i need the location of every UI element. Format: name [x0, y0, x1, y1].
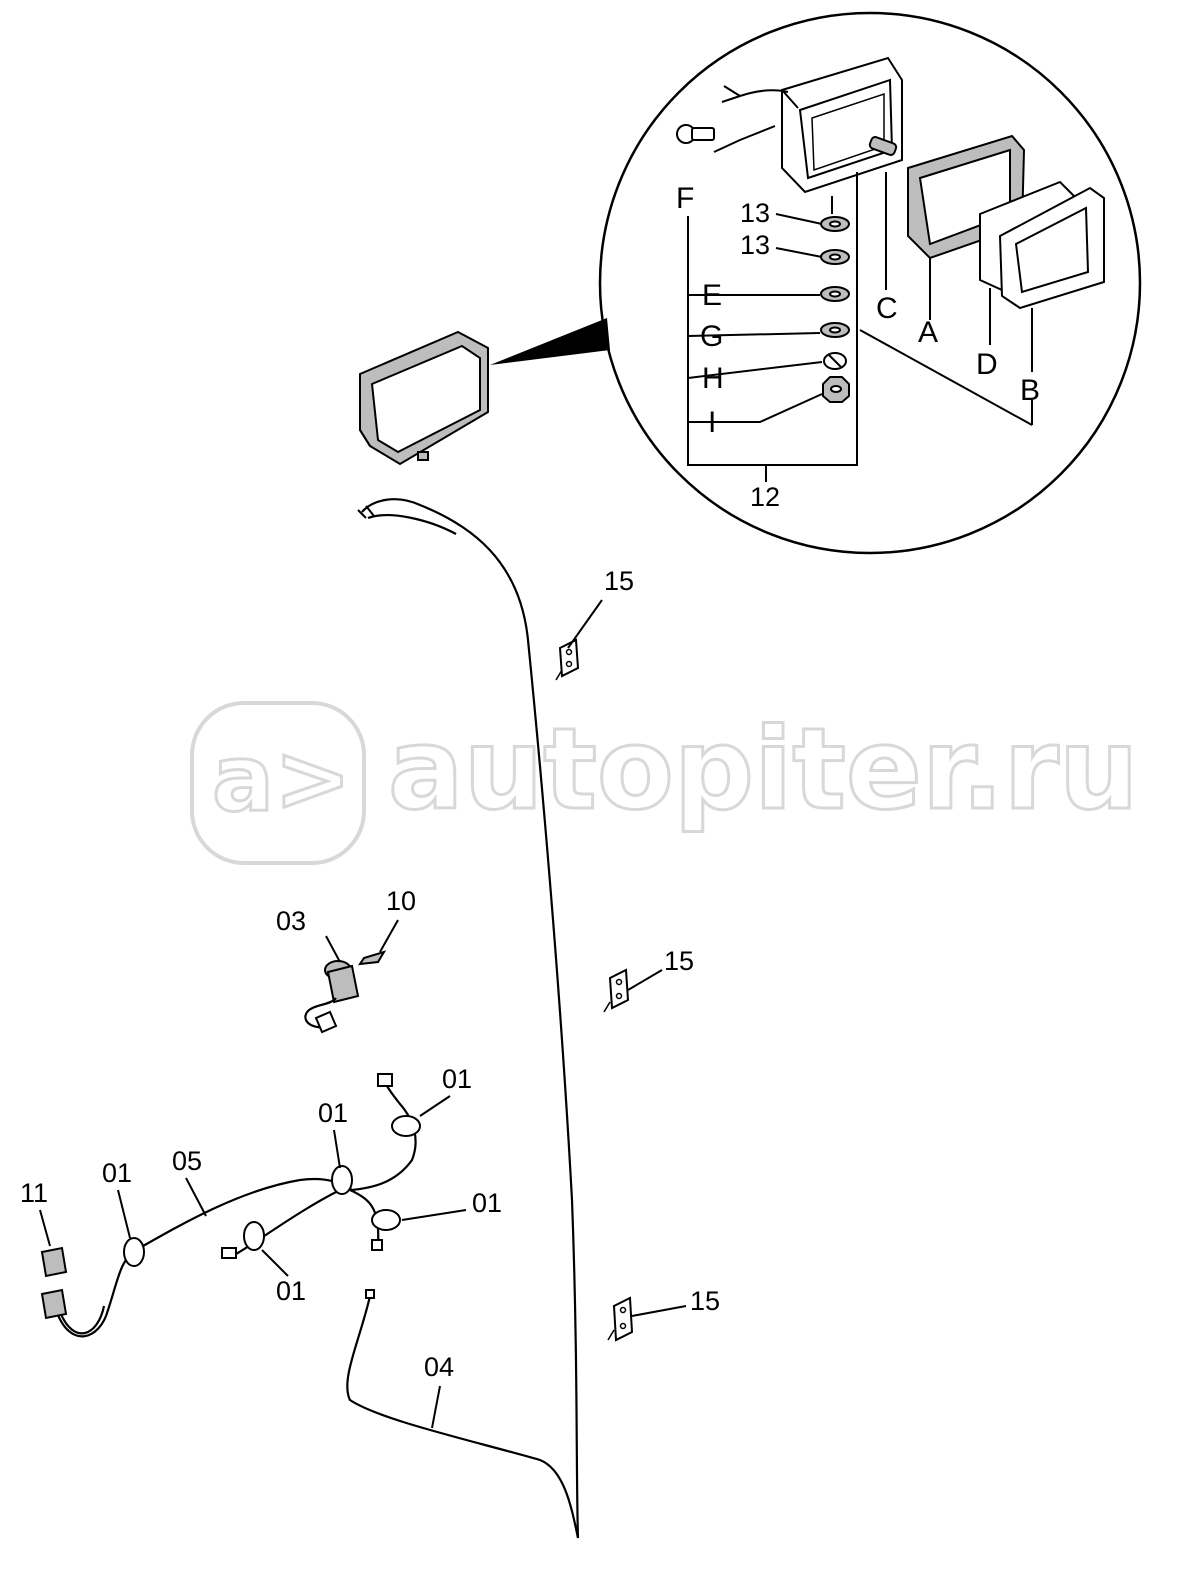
- detail-pointer: [490, 318, 610, 365]
- label-01-left: 01: [102, 1158, 132, 1188]
- lock-washer-h-part: [823, 352, 847, 370]
- nut-i-part: [822, 376, 850, 403]
- switch-03-part: [304, 960, 360, 1034]
- label-04: 04: [424, 1352, 454, 1382]
- label-h: H: [702, 362, 724, 395]
- lamp-housing-detail: [721, 56, 903, 194]
- label-13a: 13: [740, 198, 770, 228]
- watermark-logo-text: a>: [212, 725, 351, 832]
- label-11: 11: [20, 1178, 48, 1208]
- bracket-15-top: [555, 638, 580, 681]
- label-15-bot: 15: [690, 1286, 720, 1316]
- washer-13a-part: [820, 216, 850, 232]
- bolt-f-part: [676, 124, 776, 153]
- label-01-right: 01: [472, 1188, 502, 1218]
- work-lamp-assembly: [359, 330, 489, 466]
- washer-13b-part: [820, 249, 850, 265]
- label-c: C: [876, 292, 898, 325]
- label-g: G: [700, 320, 723, 353]
- label-10: 10: [386, 886, 416, 916]
- bulb-icon: [868, 136, 898, 156]
- watermark-site-text: autopiter.ru: [388, 705, 1139, 835]
- label-05: 05: [172, 1146, 202, 1176]
- bracket-15-bot: [607, 1296, 634, 1342]
- label-15-mid: 15: [664, 946, 694, 976]
- watermark-logo-box: [190, 701, 366, 865]
- label-01-mid: 01: [318, 1098, 348, 1128]
- watermark: a> autopiter.ru: [190, 701, 1140, 865]
- harness-05: [54, 1073, 421, 1338]
- label-i: I: [708, 406, 716, 439]
- label-01-bottom: 01: [276, 1276, 306, 1306]
- label-plate-10: [357, 950, 387, 966]
- connector-11-part: [40, 1246, 68, 1320]
- bracket-15-mid: [603, 968, 630, 1013]
- label-15-top: 15: [604, 566, 634, 596]
- label-12: 12: [750, 482, 780, 512]
- long-harness: [346, 498, 580, 1539]
- harness-04: [346, 1295, 580, 1539]
- label-03: 03: [276, 906, 306, 936]
- label-d: D: [976, 348, 998, 381]
- label-a: A: [918, 316, 938, 349]
- washer-e-part: [820, 286, 850, 302]
- rim-b-part: [998, 186, 1105, 310]
- washer-g-part: [820, 322, 850, 338]
- label-e: E: [702, 279, 722, 312]
- label-01-top-right: 01: [442, 1064, 472, 1094]
- label-b: B: [1020, 374, 1040, 407]
- label-13b: 13: [740, 230, 770, 260]
- detail-view: F 13 13 E G H I C A D B 12: [490, 11, 1142, 555]
- label-f: F: [676, 182, 694, 215]
- detail-leaders: [687, 172, 1033, 482]
